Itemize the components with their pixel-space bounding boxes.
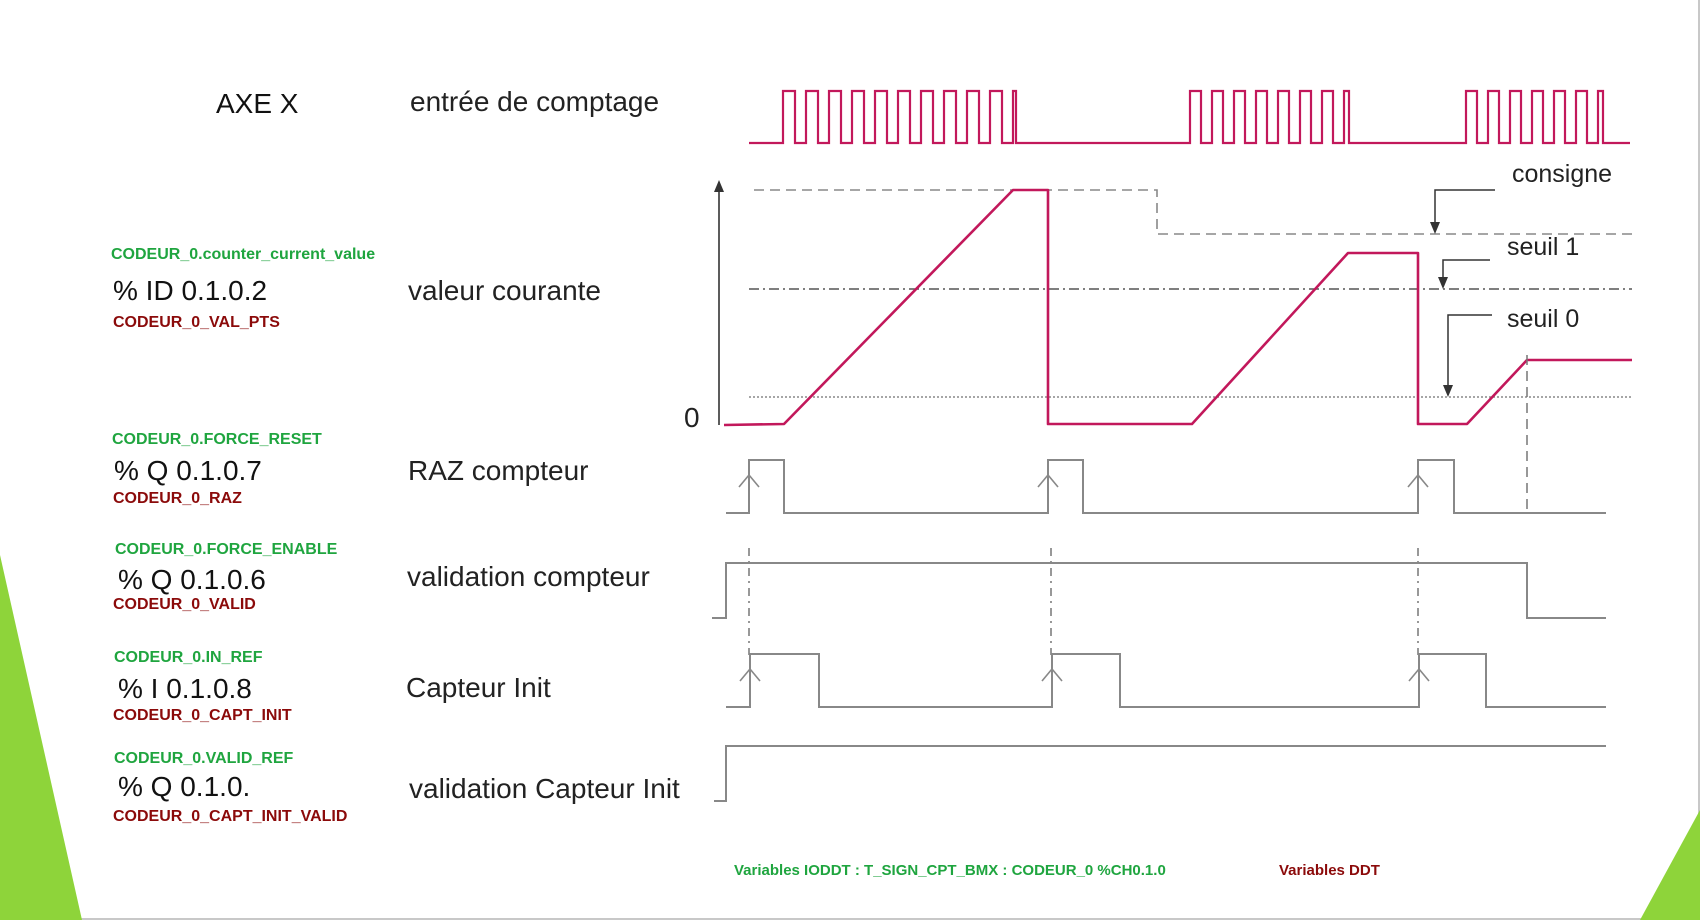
validation-counter-signal xyxy=(712,562,1606,619)
axis-title: AXE X xyxy=(216,88,299,119)
right-accent-triangle xyxy=(1640,810,1700,920)
footer-iodd-text: Variables IODDT : T_SIGN_CPT_BMX : CODEU… xyxy=(734,862,1166,879)
current-value-label: valeur courante xyxy=(408,275,602,306)
validation-capteur-label: validation Capteur Init xyxy=(409,773,680,804)
capteur-init-label: Capteur Init xyxy=(406,672,551,703)
consigne-leader-arrow xyxy=(1430,222,1440,234)
validation-counter-ddt-name: CODEUR_0_VALID xyxy=(113,596,256,613)
raz-iodd-name: CODEUR_0.FORCE_RESET xyxy=(112,431,322,448)
validation-capteur-ddt-name: CODEUR_0_CAPT_INIT_VALID xyxy=(113,808,348,825)
consigne-leader xyxy=(1434,189,1495,228)
validation-capteur-signal xyxy=(714,745,1606,802)
counting-input-label: entrée de comptage xyxy=(410,86,660,117)
validation-capteur-iodd-name: CODEUR_0.VALID_REF xyxy=(114,750,294,767)
zero-label: 0 xyxy=(684,402,700,433)
validation-counter-label: validation compteur xyxy=(407,561,650,592)
seuil0-leader xyxy=(1447,314,1492,391)
capteur-init-address: % I 0.1.0.8 xyxy=(118,673,252,704)
counting-input-signal xyxy=(749,89,1630,145)
value-axis-arrow xyxy=(714,180,724,192)
raz-label: RAZ compteur xyxy=(408,455,589,486)
event-markers xyxy=(748,548,1419,655)
seuil1-leader-arrow xyxy=(1438,277,1448,289)
consigne-annotation: consigne xyxy=(1512,160,1613,188)
seuil1-annotation: seuil 1 xyxy=(1507,233,1580,261)
validation-capteur-address: % Q 0.1.0. xyxy=(118,771,251,802)
current-value-address: % ID 0.1.0.2 xyxy=(113,275,268,306)
current-value-signal xyxy=(723,188,1632,427)
capteur-init-iodd-name: CODEUR_0.IN_REF xyxy=(114,649,263,666)
capteur-init-ddt-name: CODEUR_0_CAPT_INIT xyxy=(113,707,292,724)
consigne-line xyxy=(754,189,1632,235)
capteur-init-signal xyxy=(726,653,1606,708)
raz-signal xyxy=(726,459,1606,514)
current-value-iodd-name: CODEUR_0.counter_current_value xyxy=(111,246,376,263)
capteur-edge-arrows xyxy=(739,667,1430,682)
footer-ddt-text: Variables DDT xyxy=(1279,862,1380,879)
raz-ddt-name: CODEUR_0_RAZ xyxy=(113,490,242,507)
validation-counter-address: % Q 0.1.0.6 xyxy=(118,564,266,595)
validation-counter-iodd-name: CODEUR_0.FORCE_ENABLE xyxy=(115,541,338,558)
seuil0-leader-arrow xyxy=(1443,385,1453,397)
raz-edge-arrows xyxy=(738,473,1429,513)
left-accent-triangle xyxy=(0,555,82,920)
raz-address: % Q 0.1.0.7 xyxy=(114,455,262,486)
seuil1-leader xyxy=(1442,259,1490,283)
current-value-ddt-name: CODEUR_0_VAL_PTS xyxy=(113,314,280,331)
seuil0-annotation: seuil 0 xyxy=(1507,305,1580,333)
